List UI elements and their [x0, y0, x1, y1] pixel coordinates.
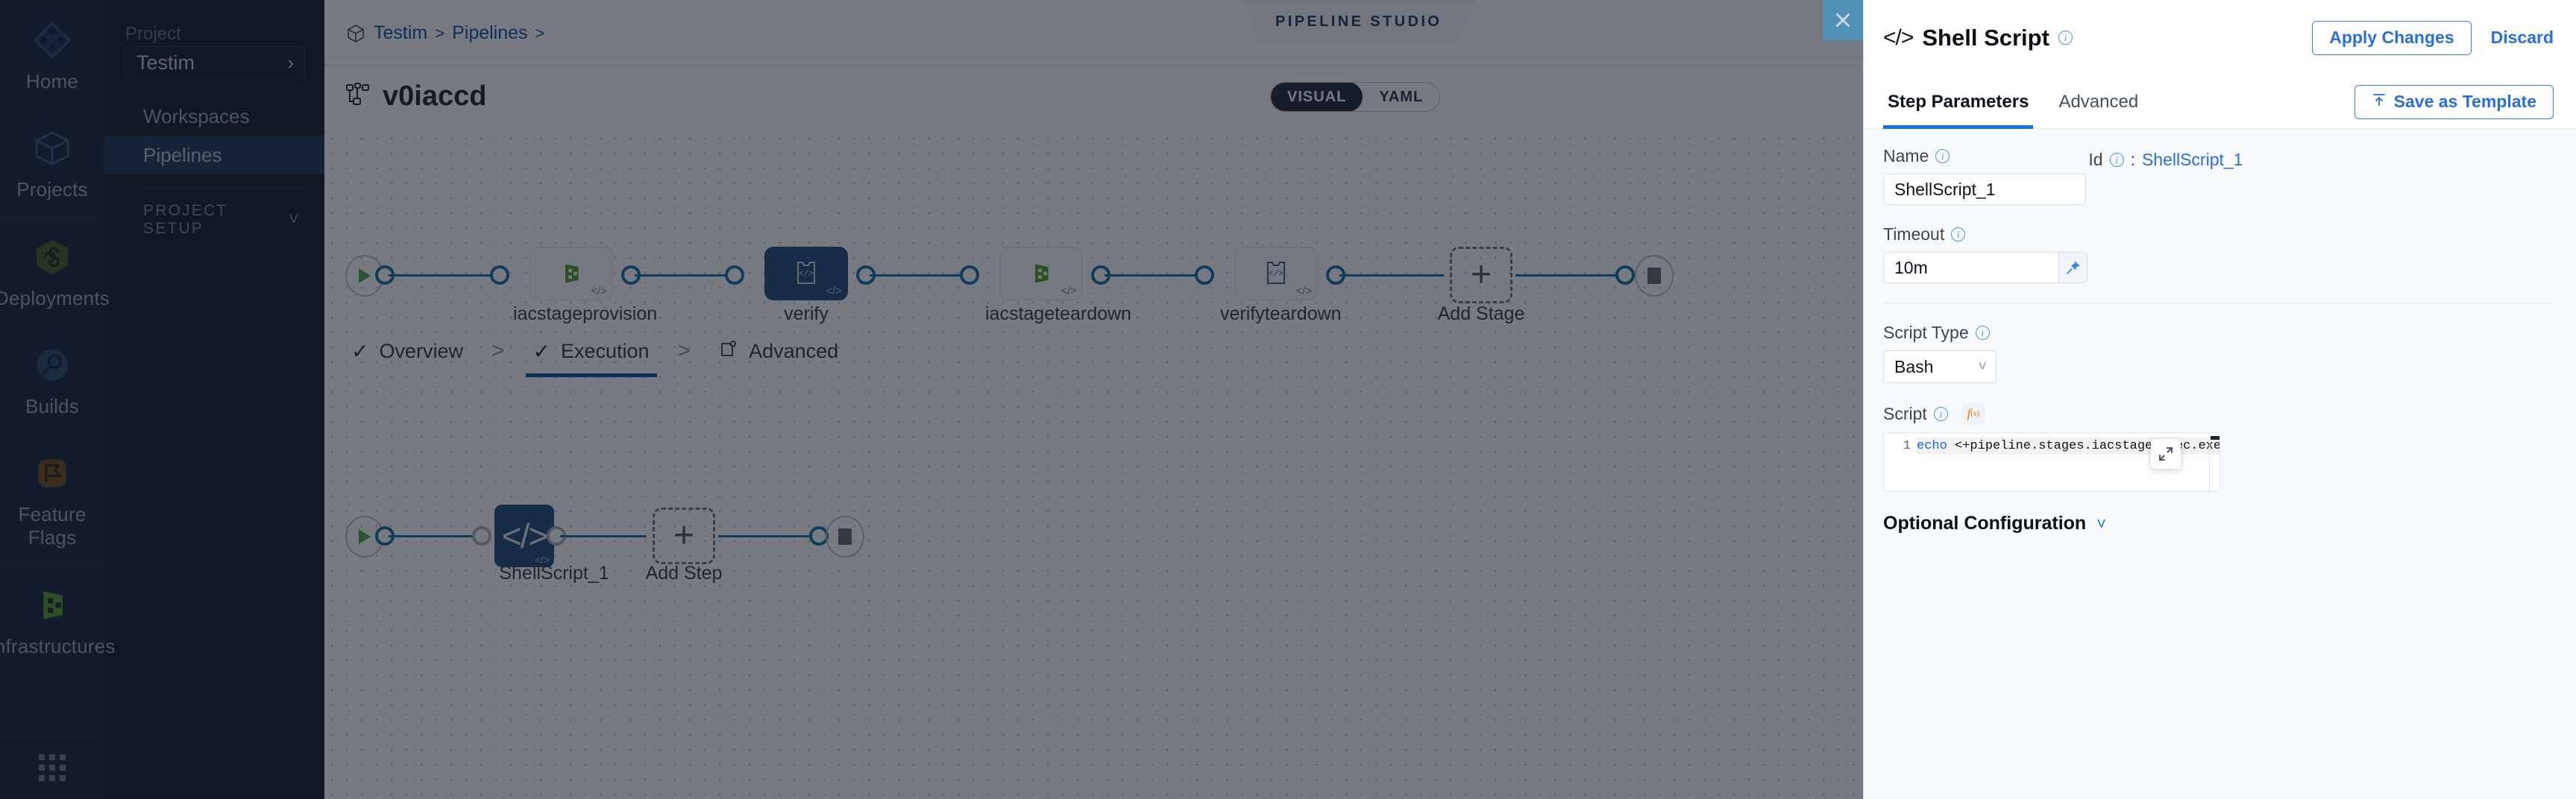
discard-label: Discard — [2490, 28, 2554, 47]
step-config-panel: </> Shell Script i Apply Changes Discard… — [1863, 0, 2576, 799]
expand-script-button[interactable] — [2151, 439, 2181, 469]
timeout-label: Timeout — [1883, 224, 1945, 244]
panel-header-actions: Apply Changes Discard — [2312, 20, 2554, 55]
script-type-value: Bash — [1894, 356, 1934, 376]
script-editor[interactable]: 1 echo <+pipeline.stages.iacstage.spec.e… — [1883, 432, 2220, 492]
id-label: Id — [2088, 150, 2103, 169]
close-icon — [1835, 13, 1850, 28]
save-as-template-button[interactable]: Save as Template — [2354, 84, 2554, 119]
fx-icon[interactable]: f(x) — [1961, 402, 1985, 425]
code-icon: </> — [1883, 25, 1914, 50]
info-icon[interactable]: i — [1933, 406, 1948, 421]
discard-button[interactable]: Discard — [2491, 28, 2554, 48]
apply-changes-button[interactable]: Apply Changes — [2312, 20, 2472, 55]
apply-changes-label: Apply Changes — [2329, 28, 2454, 47]
panel-header: </> Shell Script i Apply Changes Discard — [1864, 0, 2576, 75]
chevron-down-icon: ˅ — [1978, 358, 1987, 375]
name-input-value: ShellScript_1 — [1894, 179, 1996, 199]
script-keyword: echo — [1917, 439, 1947, 453]
save-as-template-label: Save as Template — [2393, 92, 2536, 111]
name-id-row: Name i Id i : ShellScript_1 — [1883, 146, 2554, 174]
script-type-select[interactable]: Bash ˅ — [1883, 350, 1997, 383]
panel-title-group: </> Shell Script i — [1883, 25, 2073, 51]
tab-step-parameters[interactable]: Step Parameters — [1883, 75, 2034, 129]
info-icon[interactable]: i — [1951, 227, 1966, 241]
panel-title: Shell Script — [1922, 24, 2049, 51]
info-icon[interactable]: i — [2109, 153, 2124, 167]
script-line-number: 1 — [1903, 439, 1911, 453]
optional-configuration-toggle[interactable]: Optional Configuration ˅ — [1883, 513, 2554, 534]
info-icon[interactable]: i — [1975, 326, 1990, 340]
script-type-label-group: Script Type i — [1883, 323, 2554, 343]
id-separator: : — [2130, 150, 2135, 169]
timeout-pin-button[interactable] — [2059, 252, 2087, 283]
optional-configuration-label: Optional Configuration — [1883, 513, 2087, 534]
name-label: Name — [1883, 146, 1929, 165]
script-label-group: Script i f(x) — [1883, 402, 2554, 425]
script-editor-scroll-indicator — [2211, 436, 2220, 440]
info-icon[interactable]: i — [1935, 149, 1950, 163]
upload-icon — [2372, 92, 2387, 112]
script-label: Script — [1883, 403, 1927, 423]
tab-panel-advanced-label: Advanced — [2058, 91, 2139, 112]
panel-tab-bar: Step Parameters Advanced Save as Templat… — [1864, 75, 2576, 129]
pin-icon — [2066, 261, 2080, 274]
tab-step-parameters-label: Step Parameters — [1888, 91, 2029, 112]
info-icon[interactable]: i — [2058, 31, 2073, 45]
name-label-group: Name i — [1883, 146, 1950, 166]
script-type-label: Script Type — [1883, 323, 1969, 342]
script-editor-gutter: 1 — [1884, 433, 1917, 491]
expand-icon — [2159, 447, 2173, 461]
panel-tabs-group: Step Parameters Advanced — [1883, 75, 2143, 129]
timeout-input-value: 10m — [1894, 257, 1928, 277]
panel-body: Name i Id i : ShellScript_1 ShellScript_… — [1864, 130, 2576, 799]
script-editor-rule — [2209, 433, 2210, 491]
timeout-label-group: Timeout i — [1883, 224, 2554, 244]
timeout-input[interactable]: 10m — [1883, 252, 2059, 283]
id-group: Id i : ShellScript_1 — [2088, 150, 2243, 170]
timeout-field: 10m — [1883, 252, 2554, 283]
close-panel-button[interactable] — [1823, 0, 1863, 40]
id-value[interactable]: ShellScript_1 — [2141, 150, 2243, 169]
name-input[interactable]: ShellScript_1 — [1883, 174, 2086, 205]
chevron-down-icon: ˅ — [2096, 514, 2107, 533]
tab-panel-advanced[interactable]: Advanced — [2054, 75, 2143, 129]
